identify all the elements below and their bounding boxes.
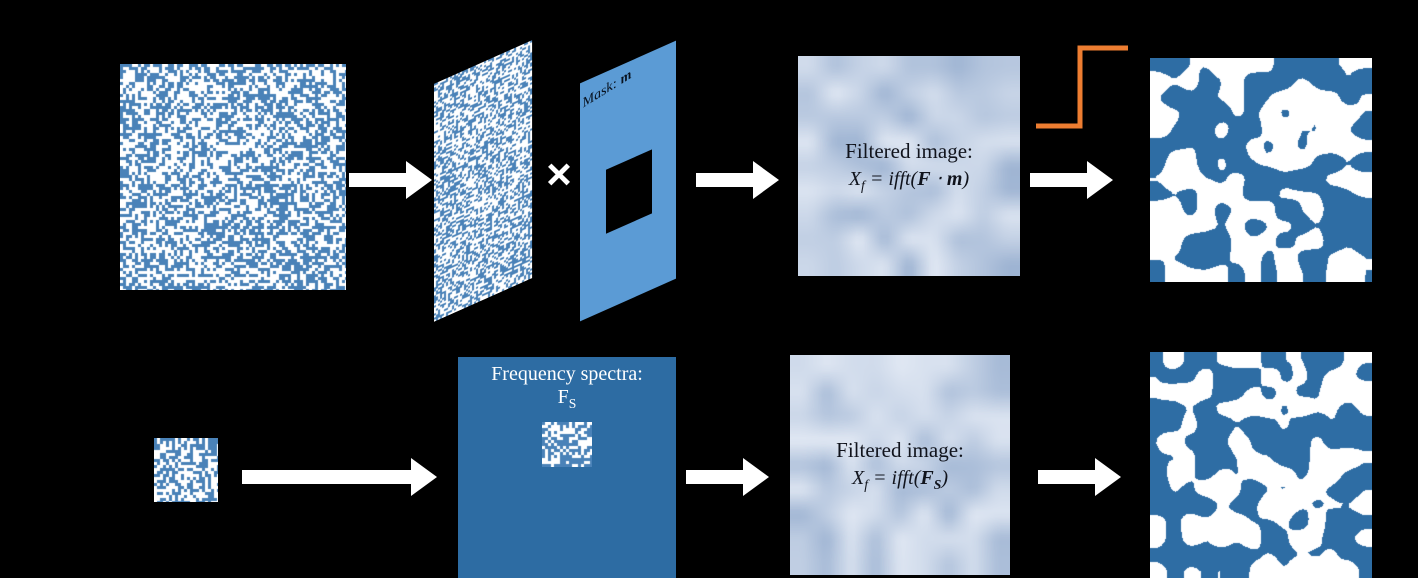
spectra-noise-patch	[542, 421, 592, 467]
threshold-step-function-icon	[1036, 45, 1128, 129]
arrow-right-icon	[1038, 458, 1121, 496]
filtered-image-top: Filtered image: Xf = ifft(F ⋅ m)	[798, 56, 1020, 276]
noisy-input-image	[120, 64, 346, 290]
arrow-right-icon	[1030, 161, 1113, 199]
formula-close: )	[962, 167, 970, 190]
filtered-formula-bottom: Xf = ifft(FS)	[852, 465, 948, 494]
mask-label: Mask: m	[581, 36, 682, 112]
filtered-title: Filtered image:	[845, 139, 973, 164]
arrow-right-icon	[349, 161, 432, 199]
binarized-output-image-top	[1150, 58, 1372, 282]
formula-var-X: X	[852, 466, 865, 489]
formula-sub-f: f	[864, 476, 869, 492]
mask-variable: m	[619, 67, 633, 88]
mask-passband-hole	[606, 149, 652, 234]
multiply-symbol: ×	[546, 150, 572, 199]
filtered-image-bottom-label: Filtered image: Xf = ifft(FS)	[790, 355, 1010, 575]
filtered-image-top-canvas	[798, 56, 1020, 276]
formula-sub-S: S	[933, 476, 942, 492]
filtered-image-top-label: Filtered image: Xf = ifft(F ⋅ m)	[798, 56, 1020, 276]
arrow-right-icon	[686, 458, 769, 496]
filtered-image-bottom-canvas	[790, 355, 1010, 575]
filtered-title: Filtered image:	[836, 438, 964, 463]
small-noisy-input-image	[154, 438, 218, 502]
formula-var-m: m	[946, 167, 963, 190]
spectra-sub-S: S	[568, 396, 577, 411]
binarized-output-image-bottom	[1150, 352, 1372, 578]
formula-var-F: F	[920, 466, 934, 489]
arrow-right-icon	[696, 161, 779, 199]
formula-var-F: F	[917, 167, 931, 190]
arrow-right-icon	[242, 458, 437, 496]
frequency-spectrum-plane-image	[434, 40, 532, 322]
frequency-spectra-box: Frequency spectra: FS	[458, 357, 676, 578]
formula-close: )	[941, 466, 948, 489]
mask-label-text: Mask:	[581, 73, 622, 112]
formula-sub-f: f	[861, 177, 865, 193]
spectra-var-F: F	[557, 386, 569, 408]
formula-mid: = ifft(	[868, 466, 921, 489]
filtered-image-bottom: Filtered image: Xf = ifft(FS)	[790, 355, 1010, 575]
formula-dot: ⋅	[930, 167, 947, 190]
formula-var-X: X	[848, 167, 862, 190]
frequency-mask-plane: Mask: m	[580, 40, 676, 322]
formula-mid: = ifft(	[864, 167, 918, 190]
spectra-variable: FS	[558, 386, 577, 412]
filtered-formula-top: Xf = ifft(F ⋅ m)	[849, 166, 969, 195]
spectra-title: Frequency spectra:	[491, 363, 643, 385]
